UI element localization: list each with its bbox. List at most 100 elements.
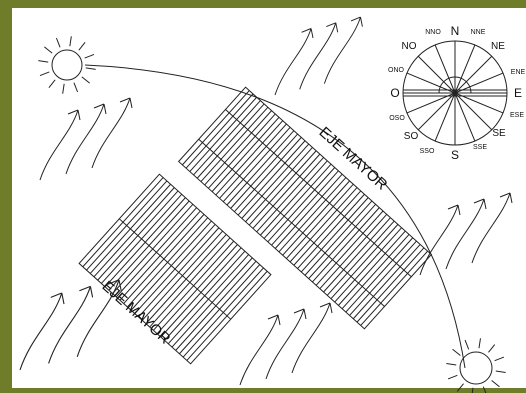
sun-ray <box>38 60 49 63</box>
sun-ray <box>452 348 461 356</box>
hatch-line <box>234 137 302 213</box>
sun-ray <box>39 71 50 77</box>
wind-stroke <box>91 97 133 169</box>
hatch-line <box>189 96 258 172</box>
hatch-line <box>181 90 250 166</box>
sun-icon <box>38 36 96 94</box>
block-divider <box>118 218 232 320</box>
wind-stroke <box>19 292 65 371</box>
wind-stroke <box>265 308 307 380</box>
sun-ray <box>48 79 56 88</box>
frame-left <box>0 0 12 393</box>
sun-ray <box>69 36 72 47</box>
hatch-line <box>304 200 373 276</box>
block-divider <box>225 109 412 278</box>
compass-label-nne: NNE <box>471 29 486 36</box>
compass-label-ese: ESE <box>510 112 524 119</box>
sun-ray <box>84 53 95 59</box>
hatch-line <box>326 220 395 296</box>
hatch-line <box>241 143 310 219</box>
sun-ray <box>446 363 457 366</box>
wind-stroke <box>48 285 94 364</box>
compass-spoke <box>454 92 476 142</box>
sun-ray <box>456 383 464 392</box>
hatch-line <box>278 177 347 253</box>
compass-label-n: N <box>451 24 460 38</box>
hatch-line <box>260 160 328 236</box>
sun-disc <box>51 49 83 81</box>
building-block-upper <box>177 86 433 330</box>
compass-label-ene: ENE <box>511 69 526 76</box>
compass-label-nno: NNO <box>425 29 441 36</box>
sun-ray <box>78 42 86 51</box>
hatch-line <box>349 240 417 316</box>
wind-stroke <box>39 109 81 181</box>
hatch-line <box>345 237 414 313</box>
compass-label-oso: OSO <box>389 115 405 122</box>
wind-gust-icon <box>419 192 513 276</box>
hatch-line <box>211 116 280 192</box>
compass-label-ne: NE <box>491 41 505 52</box>
compass-label-ono: ONO <box>388 67 405 74</box>
compass-label-se: SE <box>492 128 506 139</box>
hatch-line <box>323 217 391 293</box>
hatch-line <box>319 214 388 289</box>
compass-spoke <box>454 55 493 94</box>
hatch-line <box>286 183 354 259</box>
wind-stroke <box>291 302 333 374</box>
sun-ray <box>73 82 79 93</box>
compass-spoke <box>434 92 456 142</box>
hatch-line <box>215 120 284 196</box>
block-outline <box>177 86 433 330</box>
compass-label-no: NO <box>402 41 417 52</box>
hatch-line <box>196 103 265 179</box>
hatch-line <box>222 127 291 202</box>
building-block-lower <box>78 173 272 365</box>
wind-stroke <box>445 198 487 270</box>
hatch-line <box>338 230 406 306</box>
wind-stroke <box>471 192 513 264</box>
hatch-line <box>341 234 410 310</box>
compass-spoke <box>434 44 456 94</box>
wind-gust-icon <box>39 97 133 181</box>
wind-stroke <box>419 204 461 276</box>
sun-path-arc <box>84 64 466 369</box>
hatch-line <box>193 100 261 176</box>
sun-ray <box>464 339 470 350</box>
hatch-line <box>334 227 402 303</box>
hatch-line <box>219 123 287 199</box>
hatch-line <box>312 207 380 283</box>
sun-ray <box>62 83 65 94</box>
block-divider <box>198 138 385 307</box>
hatch-line <box>360 250 429 326</box>
hatch-line <box>297 193 365 269</box>
hatch-line <box>271 170 339 246</box>
hatch-line <box>200 106 269 182</box>
sun-ray <box>85 67 96 70</box>
compass-spoke <box>454 92 493 131</box>
hatch-line <box>308 203 376 279</box>
hatch-line <box>204 110 272 186</box>
sun-ray <box>495 370 506 373</box>
compass-label-so: SO <box>404 131 419 142</box>
sun-ray <box>44 46 53 54</box>
wind-stroke <box>65 103 107 175</box>
hatch-line <box>352 244 421 320</box>
sun-ray <box>494 356 505 362</box>
wind-gust-icon <box>274 16 363 96</box>
sun-ray <box>491 380 500 388</box>
hatch-line <box>267 167 336 243</box>
hatch-line <box>293 190 362 266</box>
sun-ray <box>488 344 496 353</box>
compass-spoke <box>417 55 456 94</box>
compass-label-sso: SSO <box>420 148 435 155</box>
hatch-line <box>289 187 358 263</box>
frame-bottom <box>0 388 526 393</box>
compass-spoke <box>454 44 476 94</box>
compass-label-o: O <box>390 86 399 100</box>
hatch-line <box>282 180 350 256</box>
wind-gust-icon <box>239 302 333 386</box>
sun-ray <box>482 386 487 393</box>
